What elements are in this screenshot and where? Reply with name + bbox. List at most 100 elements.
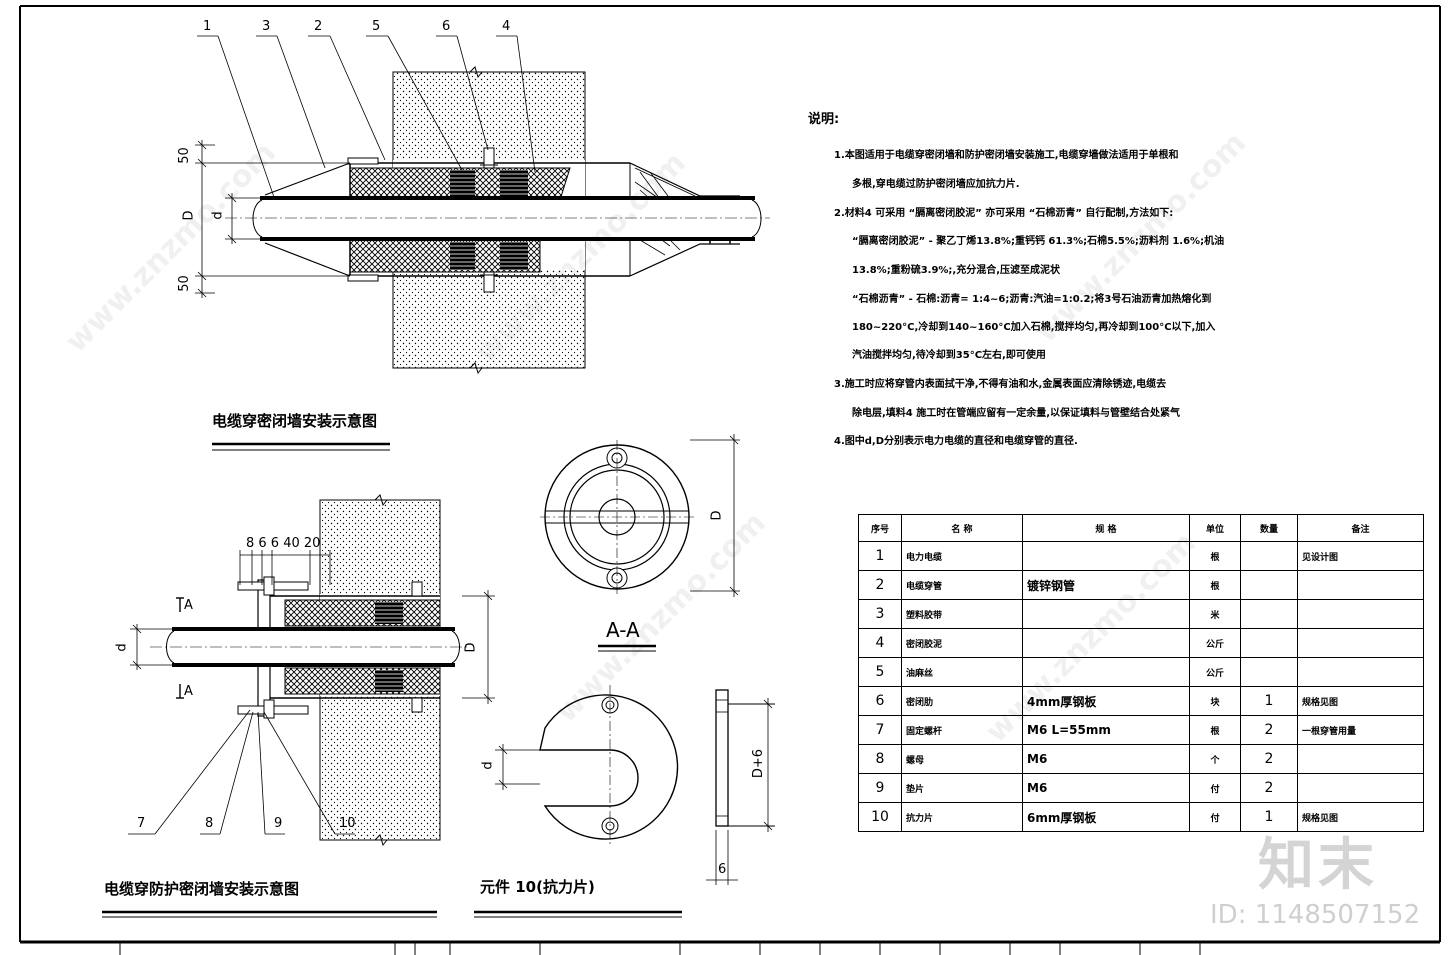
note-line: 13.8%;重粉硫3.9%;,充分混合,压滤至成泥状 — [852, 265, 1061, 276]
table-row: 7 固定螺杆 M6 L=55mm 根 2 一根穿管用量 — [858, 715, 1424, 745]
callout-6: 6 — [442, 19, 451, 34]
dim-D2: D — [463, 642, 479, 653]
note-line: 除电层,填料4 施工时在管端应留有一定余量,以保证填料与管壁结合处紧气 — [852, 408, 1181, 419]
table-cell — [1022, 628, 1190, 658]
section-mark-bottom: A — [184, 684, 193, 699]
note-line: “石棉沥青” - 石棉:沥青= 1:4~6;沥青:汽油=1:0.2;将3号石油沥… — [852, 294, 1212, 305]
note-line: 2.材料4 可采用 “膈离密闭胶泥” 亦可采用 “石棉沥青” 自行配制,方法如下… — [834, 208, 1174, 219]
table-cell — [1240, 657, 1298, 687]
col-header: 备注 — [1297, 514, 1424, 542]
sheet-frame — [19, 5, 1441, 955]
drawing1-title-underline — [212, 442, 390, 451]
table-cell: 密闭肋 — [901, 686, 1023, 716]
table-row: 3 塑料胶带 米 — [858, 599, 1424, 629]
drawing2-leaders — [128, 709, 355, 835]
table-cell — [1297, 570, 1424, 600]
note-line: 180~220°C,冷却到140~160°C加入石棉,搅拌均匀,再冷却到100°… — [852, 322, 1216, 333]
table-row: 2 电缆穿管 镀锌钢管 根 — [858, 570, 1424, 600]
watermark-id: ID: 1148507152 — [1210, 900, 1421, 930]
note-line: 4.图中d,D分别表示电力电缆的直径和电缆穿管的直径. — [834, 436, 1078, 447]
note-line: 3.施工时应将穿管内表面拭干净,不得有油和水,金属表面应清除锈迹,电缆去 — [834, 379, 1167, 390]
table-cell: 公斤 — [1189, 657, 1241, 687]
table-cell: 镀锌钢管 — [1022, 570, 1190, 600]
drawing1-title: 电缆穿密闭墙安装示意图 — [212, 412, 378, 430]
table-cell: 米 — [1189, 599, 1241, 629]
table-cell: 2 — [1240, 744, 1298, 774]
table-cell: 一根穿管用量 — [1297, 715, 1424, 745]
section-aa-view — [540, 434, 740, 652]
table-cell: 6mm厚钢板 — [1022, 802, 1190, 832]
table-cell: 见设计图 — [1297, 541, 1424, 571]
drawing2-title: 电缆穿防护密闭墙安装示意图 — [104, 880, 300, 898]
note-line: 汽油搅拌均匀,待冷却到35°C左右,即可使用 — [852, 350, 1046, 361]
table-cell: 固定螺杆 — [901, 715, 1023, 745]
parts-table: 序号 名 称 规 格 单位 数量 备注 1 电力电缆 根 见设计图 2 电缆穿管… — [858, 514, 1424, 832]
table-cell: 规格见图 — [1297, 686, 1424, 716]
table-cell — [1022, 657, 1190, 687]
table-cell: 4mm厚钢板 — [1022, 686, 1190, 716]
table-cell — [1240, 628, 1298, 658]
col-header: 单位 — [1189, 514, 1241, 542]
part10-dim-t: 6 — [718, 862, 727, 877]
col-header: 数量 — [1240, 514, 1298, 542]
callout-2: 2 — [314, 19, 323, 34]
table-cell: 2 — [1240, 715, 1298, 745]
table-cell: 2 — [858, 570, 902, 600]
dim-spacing: 8 6 6 40 20 — [246, 536, 321, 551]
table-cell: 根 — [1189, 541, 1241, 571]
table-cell: 4 — [858, 628, 902, 658]
table-row: 1 电力电缆 根 见设计图 — [858, 541, 1424, 571]
drawing2-title-underline — [102, 910, 437, 918]
dim-d: d — [210, 211, 226, 220]
col-header: 序号 — [858, 514, 902, 542]
table-cell: 根 — [1189, 715, 1241, 745]
watermark-logo: 知末 — [1258, 833, 1378, 898]
dim-D: D — [181, 210, 197, 221]
note-line: “膈离密闭胶泥” - 聚乙丁烯13.8%;重钙钙 61.3%;石棉5.5%;沥料… — [852, 236, 1225, 247]
drawing1-sleeve — [264, 147, 741, 293]
table-cell — [1240, 570, 1298, 600]
table-cell — [1240, 541, 1298, 571]
notes-title: 说明: — [808, 112, 840, 127]
table-cell: 抗力片 — [901, 802, 1023, 832]
callout-10: 10 — [339, 816, 356, 831]
table-cell — [1022, 541, 1190, 571]
table-cell: 油麻丝 — [901, 657, 1023, 687]
table-cell: M6 — [1022, 744, 1190, 774]
table-cell: M6 L=55mm — [1022, 715, 1190, 745]
table-cell — [1297, 657, 1424, 687]
part10-title: 元件 10(抗力片) — [480, 878, 595, 896]
table-cell: 10 — [858, 802, 902, 832]
note-line: 多根,穿电缆过防护密闭墙应加抗力片. — [852, 179, 1020, 190]
drawing1-dimensions — [195, 140, 350, 298]
table-cell — [1297, 628, 1424, 658]
table-cell: 块 — [1189, 686, 1241, 716]
table-cell: 密闭胶泥 — [901, 628, 1023, 658]
section-mark-top: A — [184, 598, 193, 613]
table-cell — [1297, 773, 1424, 803]
table-cell — [1022, 599, 1190, 629]
table-row: 10 抗力片 6mm厚钢板 付 1 规格见图 — [858, 802, 1424, 832]
table-cell: 6 — [858, 686, 902, 716]
note-line: 1.本图适用于电缆穿密闭墙和防护密闭墙安装施工,电缆穿墙做法适用于单根和 — [834, 150, 1179, 161]
table-cell: 8 — [858, 744, 902, 774]
table-cell: 公斤 — [1189, 628, 1241, 658]
table-cell: 1 — [858, 541, 902, 571]
table-cell — [1240, 599, 1298, 629]
dim-top-gap: 50 — [176, 147, 192, 164]
callout-7: 7 — [137, 816, 146, 831]
table-cell: M6 — [1022, 773, 1190, 803]
section-aa-dim: D — [709, 510, 725, 521]
table-cell: 垫片 — [901, 773, 1023, 803]
table-cell — [1297, 599, 1424, 629]
table-cell: 2 — [1240, 773, 1298, 803]
table-cell: 7 — [858, 715, 902, 745]
callout-8: 8 — [205, 816, 214, 831]
table-row: 9 垫片 M6 付 2 — [858, 773, 1424, 803]
dim-d2: d — [114, 643, 130, 652]
table-row: 6 密闭肋 4mm厚钢板 块 1 规格见图 — [858, 686, 1424, 716]
table-cell: 付 — [1189, 802, 1241, 832]
table-row: 5 油麻丝 公斤 — [858, 657, 1424, 687]
table-cell: 螺母 — [901, 744, 1023, 774]
